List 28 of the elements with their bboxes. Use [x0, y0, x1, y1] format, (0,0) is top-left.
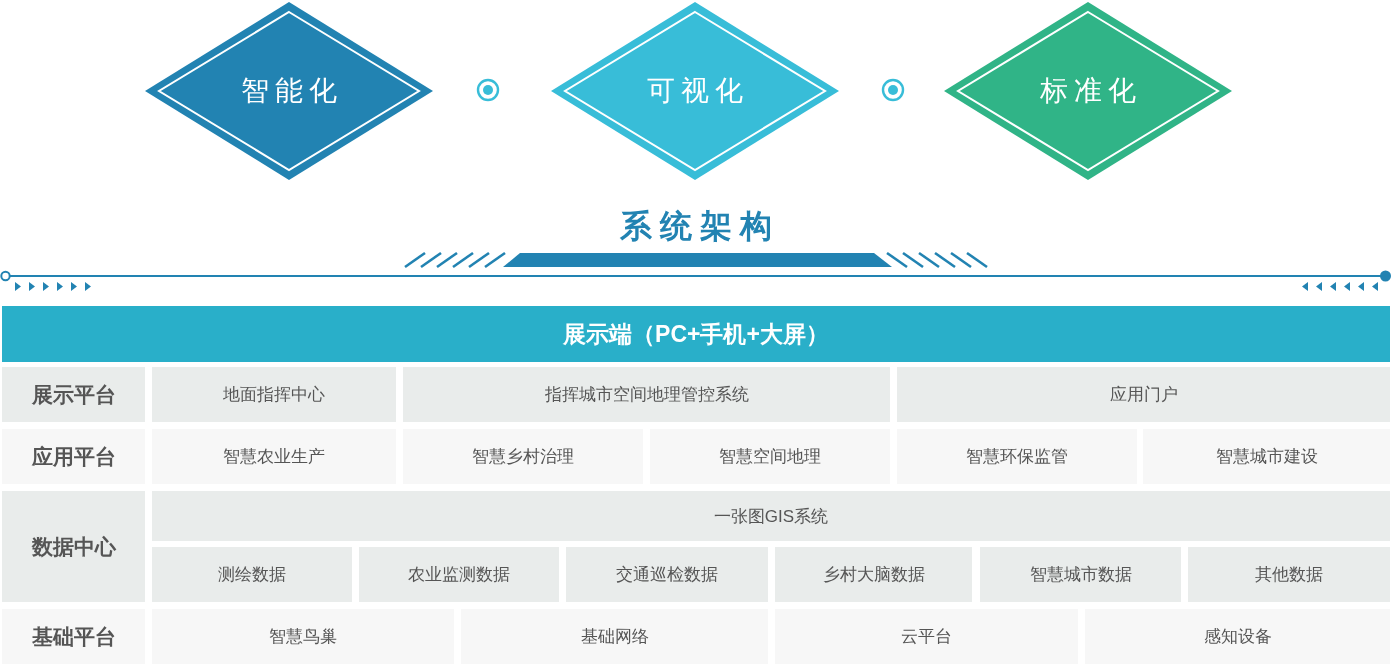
module-box: 智慧城市建设 [1143, 429, 1390, 484]
module-box: 智慧城市数据 [980, 547, 1181, 602]
module-box: 智慧鸟巢 [152, 609, 454, 664]
module-box: 交通巡检数据 [566, 547, 768, 602]
module-box: 其他数据 [1188, 547, 1390, 602]
module-box: 感知设备 [1085, 609, 1390, 664]
module-box: 农业监测数据 [359, 547, 559, 602]
category-box: 数据中心 [2, 491, 145, 602]
module-box: 智慧农业生产 [152, 429, 396, 484]
module-box: 云平台 [775, 609, 1078, 664]
module-box: 一张图GIS系统 [152, 491, 1390, 541]
category-box: 基础平台 [2, 609, 145, 664]
module-box: 智慧乡村治理 [403, 429, 643, 484]
module-box: 地面指挥中心 [152, 367, 396, 422]
module-box: 应用门户 [897, 367, 1390, 422]
diamond: 可视化 [551, 2, 839, 180]
module-box: 测绘数据 [152, 547, 352, 602]
category-box: 应用平台 [2, 429, 145, 484]
module-box: 智慧环保监管 [897, 429, 1137, 484]
module-box: 指挥城市空间地理管控系统 [403, 367, 890, 422]
diamond: 智能化 [145, 2, 433, 180]
module-box: 基础网络 [461, 609, 768, 664]
module-box: 乡村大脑数据 [775, 547, 972, 602]
diamond: 标准化 [944, 2, 1232, 180]
module-box: 智慧空间地理 [650, 429, 890, 484]
category-box: 展示平台 [2, 367, 145, 422]
header-band: 展示端（PC+手机+大屏） [2, 306, 1390, 362]
title: 系统架构 [619, 210, 780, 242]
